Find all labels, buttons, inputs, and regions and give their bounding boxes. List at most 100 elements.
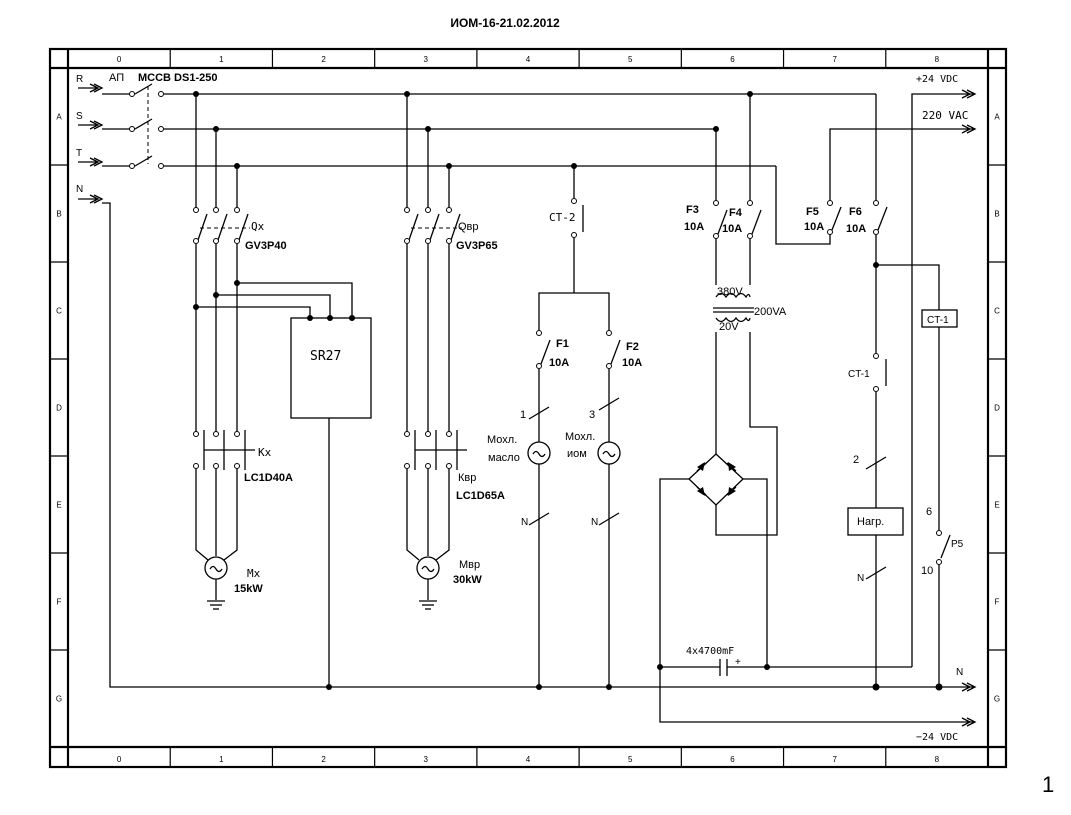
frame-column-label-bottom: 3 bbox=[424, 755, 429, 764]
document-title: ИОМ-16-21.02.2012 bbox=[450, 16, 560, 30]
motor-x-contactor-ref: Kx bbox=[258, 446, 272, 459]
motor-vr-power: 30kW bbox=[453, 574, 482, 586]
motor-x-breaker-ref: Qx bbox=[251, 220, 265, 233]
transformer-primary: 380V bbox=[717, 286, 743, 298]
motor-vr-contactor-model: LC1D65A bbox=[456, 490, 505, 502]
load-label: Нагр. bbox=[857, 516, 884, 528]
frame-column-label-top: 1 bbox=[219, 55, 224, 64]
main-breaker-model: MCCB DS1-250 bbox=[138, 72, 217, 84]
frame-column-label-bottom: 0 bbox=[117, 755, 122, 764]
frame-row-label-left: B bbox=[56, 210, 61, 219]
frame-row-label-right: D bbox=[994, 404, 1000, 413]
wire-6: 6 bbox=[926, 506, 932, 518]
motor-x-ref: Mx bbox=[247, 567, 261, 580]
motor-vr-contactor-ref: Квр bbox=[458, 472, 476, 484]
frame-column-label-bottom: 1 bbox=[219, 755, 224, 764]
frame-column-label-bottom: 4 bbox=[526, 755, 531, 764]
f3-rating: 10A bbox=[684, 221, 704, 233]
frame-column-label-bottom: 7 bbox=[832, 755, 837, 764]
sr27-relay bbox=[290, 315, 372, 690]
f2-ref: F2 bbox=[626, 341, 639, 353]
fan-n-label-1: N bbox=[521, 517, 528, 528]
f1-ref: F1 bbox=[556, 338, 569, 350]
motor-vr-branch bbox=[404, 91, 467, 610]
p5-ref: P5 bbox=[951, 539, 964, 550]
f5-ref: F5 bbox=[806, 206, 819, 218]
frame-column-label-top: 5 bbox=[628, 55, 633, 64]
motor-vr-breaker-model: GV3P65 bbox=[456, 240, 498, 252]
frame-row-label-left: A bbox=[56, 113, 62, 122]
frame-row-label-right: A bbox=[994, 113, 1000, 122]
f6-ref: F6 bbox=[849, 206, 862, 218]
frame-row-label-left: E bbox=[56, 501, 61, 510]
transformer-power: 200VA bbox=[754, 306, 787, 318]
oil-fan-label-1: Мохл. bbox=[487, 434, 517, 446]
fan-wire-3: 3 bbox=[589, 409, 595, 421]
heater-contact-ref: CT-1 bbox=[848, 369, 870, 380]
fan-contact-ref: CT-2 bbox=[549, 211, 576, 224]
motor-x-contactor-model: LC1D40A bbox=[244, 472, 293, 484]
frame-column-label-top: 4 bbox=[526, 55, 531, 64]
frame-column-label-top: 6 bbox=[730, 55, 735, 64]
input-label-n: N bbox=[76, 184, 83, 195]
frame-row-label-right: G bbox=[994, 695, 1000, 704]
input-label-s: S bbox=[76, 111, 83, 122]
capacitor-polarity: + bbox=[735, 657, 741, 668]
frame-column-label-top: 7 bbox=[832, 55, 837, 64]
capacitor-label: 4x4700mF bbox=[686, 646, 734, 657]
iom-fan-label-1: Мохл. bbox=[565, 431, 595, 443]
input-label-t: T bbox=[76, 148, 82, 159]
frame-column-label-top: 8 bbox=[935, 55, 940, 64]
output-label-minus24: −24 VDC bbox=[916, 732, 958, 743]
output-label-n: N bbox=[956, 667, 963, 678]
heater-wire-2: 2 bbox=[853, 454, 859, 466]
frame-column-label-bottom: 2 bbox=[321, 755, 326, 764]
output-label-220vac: 220 VAC bbox=[922, 109, 968, 122]
frame-column-label-bottom: 8 bbox=[935, 755, 940, 764]
input-arrows bbox=[78, 83, 104, 204]
f4-rating: 10A bbox=[722, 223, 742, 235]
frame-row-label-left: F bbox=[57, 598, 62, 607]
frame-column-label-top: 3 bbox=[424, 55, 429, 64]
main-breaker-ref: АП bbox=[109, 72, 124, 84]
output-arrows bbox=[955, 89, 977, 727]
frame-row-label-right: C bbox=[994, 307, 1000, 316]
frame-column-label-bottom: 6 bbox=[730, 755, 735, 764]
frame-row-label-left: D bbox=[56, 404, 62, 413]
main-breaker bbox=[102, 83, 164, 169]
motor-x-power: 15kW bbox=[234, 583, 263, 595]
oil-fan-label-2: масло bbox=[488, 452, 520, 464]
sensor-box-label: CT-1 bbox=[927, 315, 949, 326]
frame-column-label-bottom: 5 bbox=[628, 755, 633, 764]
frame-column-label-top: 2 bbox=[321, 55, 326, 64]
frame-row-label-right: F bbox=[995, 598, 1000, 607]
iom-fan-label-2: иом bbox=[567, 448, 587, 460]
drawing-frame bbox=[48, 47, 1008, 769]
sr27-label: SR27 bbox=[310, 349, 341, 364]
f6-rating: 10A bbox=[846, 223, 866, 235]
frame-row-label-right: E bbox=[994, 501, 999, 510]
page-number: 1 bbox=[1042, 772, 1054, 797]
f3-ref: F3 bbox=[686, 204, 699, 216]
frame-row-label-right: B bbox=[994, 210, 999, 219]
wire-10: 10 bbox=[921, 565, 933, 577]
output-label-plus24: +24 VDC bbox=[916, 74, 958, 85]
fan-wire-1: 1 bbox=[520, 409, 526, 421]
input-label-r: R bbox=[76, 74, 83, 85]
bus-lines bbox=[102, 93, 960, 688]
frame-row-label-left: C bbox=[56, 307, 62, 316]
f1-rating: 10A bbox=[549, 357, 569, 369]
transformer-secondary: 20V bbox=[719, 321, 739, 333]
motor-vr-breaker-ref: Qвр bbox=[458, 221, 479, 233]
motor-x-breaker-model: GV3P40 bbox=[245, 240, 287, 252]
frame-row-label-left: G bbox=[56, 695, 62, 704]
motor-x-branch bbox=[193, 91, 353, 610]
power-supply-branch bbox=[657, 91, 955, 723]
f4-ref: F4 bbox=[729, 207, 743, 219]
fan-n-label-2: N bbox=[591, 517, 598, 528]
fan-branch bbox=[527, 163, 621, 690]
motor-vr-ref: Мвр bbox=[459, 559, 480, 571]
frame-column-label-top: 0 bbox=[117, 55, 122, 64]
